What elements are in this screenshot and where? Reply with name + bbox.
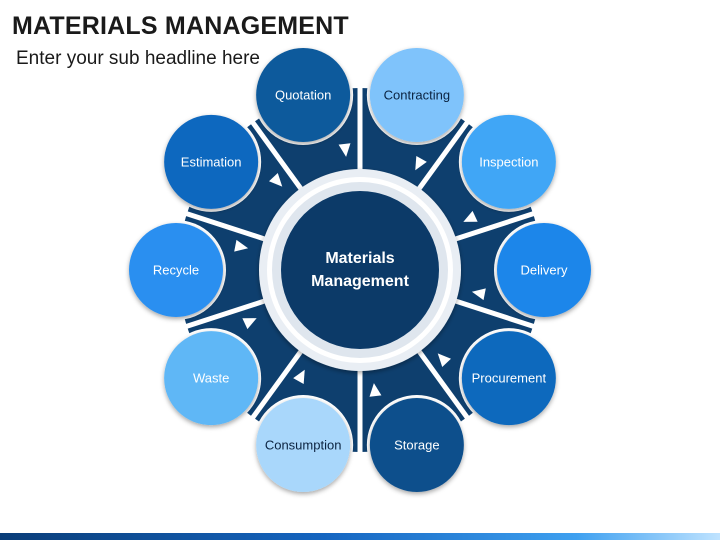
cycle-node: Contracting [366,45,467,146]
flow-arrow-head [415,156,427,171]
footer-accent-bar [0,533,720,540]
flow-arrow-head [471,288,486,301]
flow-arrow-icon [242,318,257,330]
node-circle [164,331,259,426]
node-label: Estimation [181,154,242,169]
node-label: Waste [193,371,229,386]
node-circle [369,48,464,143]
segment-divider [249,349,304,421]
flow-arrow-icon [471,288,486,301]
node-circle [129,223,223,317]
flow-arrow-icon [338,143,351,157]
cycle-node: Recycle [126,220,226,320]
flow-arrow-head [268,173,283,187]
node-circle [256,397,351,492]
center-label-line2: Management [311,273,409,290]
segment-divider [249,119,304,191]
flow-arrow-head [463,210,478,222]
node-circle [461,114,556,209]
node-label: Procurement [472,371,547,386]
segment-divider [454,210,536,242]
node-label: Recycle [153,262,199,277]
node-circle [461,331,556,426]
flow-arrow-head [242,318,257,330]
node-circle [164,114,259,209]
node-label: Consumption [265,437,342,452]
cycle-node: Procurement [458,328,559,429]
node-label: Inspection [479,154,538,169]
cycle-node: Consumption [253,394,354,495]
flow-arrow-icon [293,369,305,384]
flow-arrow-head [234,239,249,252]
cycle-node: Waste [161,328,262,429]
node-label: Contracting [384,87,450,102]
center-hub [281,191,439,349]
flow-arrow-icon [437,353,452,367]
node-circle [369,397,464,492]
page-title: MATERIALS MANAGEMENT [12,12,349,40]
node-circle [256,48,351,143]
node-label: Storage [394,437,440,452]
cycle-node: Inspection [458,111,559,212]
flow-arrow-head [293,369,305,384]
segment-divider [416,349,471,421]
segment-divider [454,298,536,330]
flow-arrow-icon [234,239,249,252]
node-circle [497,223,591,317]
flow-arrow-head [338,143,351,157]
flow-arrow-head [437,353,452,367]
cycle-node: Estimation [161,111,262,212]
center-label-line1: Materials [325,250,394,267]
flow-arrow-icon [415,156,427,171]
flow-arrow-icon [268,173,283,187]
cycle-node: Quotation [253,45,354,146]
segment-divider [416,119,471,191]
cycle-node: Delivery [494,220,594,320]
node-label: Quotation [275,87,331,102]
segment-divider [184,298,266,330]
segment-divider [184,210,266,242]
cycle-node: Storage [366,394,467,495]
page-subtitle: Enter your sub headline here [16,48,260,69]
flow-arrow-head [369,383,382,397]
flow-arrow-icon [369,383,382,397]
node-label: Delivery [521,262,568,277]
flow-arrow-icon [463,210,478,222]
